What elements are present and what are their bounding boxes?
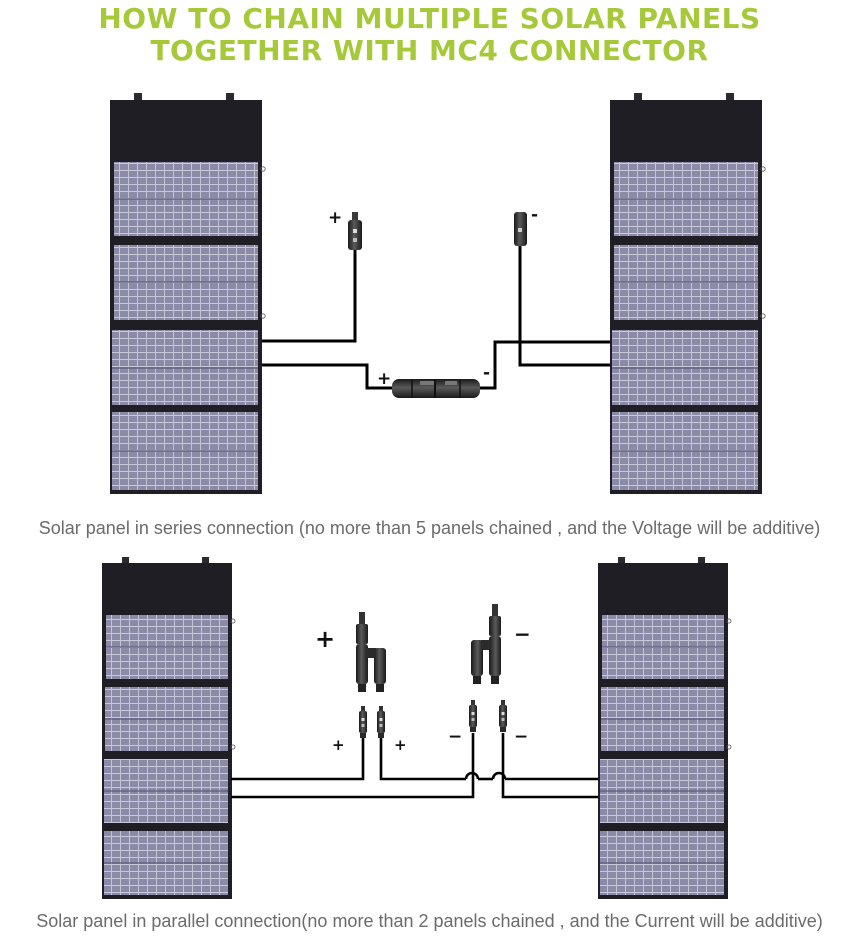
plug-positive-right-label: +: [394, 736, 407, 754]
mc4-plug-negative-icon: [514, 212, 527, 246]
y-branch-negative-icon: [471, 604, 501, 684]
parallel-caption: Solar panel in parallel connection(no mo…: [36, 911, 823, 931]
plug-negative-right-label: −: [514, 727, 528, 747]
mc4-plug-positive-left-icon: [359, 706, 367, 738]
connector-negative-label: -: [483, 363, 490, 383]
mc4-plug-negative-left-icon: [469, 700, 477, 732]
diagram-title-line2: TOGETHER WITH MC4 CONNECTOR: [150, 34, 709, 67]
diagram-title-line1: HOW TO CHAIN MULTIPLE SOLAR PANELS: [98, 2, 761, 35]
connector-positive-label: +: [377, 369, 391, 389]
series-wires: [262, 246, 610, 390]
solar-panel-right-parallel: [597, 556, 732, 900]
mc4-plug-negative-right-icon: [499, 700, 507, 732]
plug-positive-label: +: [328, 208, 342, 228]
mc4-plug-positive-right-icon: [377, 706, 385, 738]
plug-negative-label: -: [531, 205, 538, 225]
series-caption: Solar panel in series connection (no mor…: [38, 518, 821, 538]
plug-positive-left-label: +: [332, 736, 345, 754]
plug-negative-left-label: −: [448, 727, 462, 747]
solar-panel-left-parallel: [101, 556, 236, 900]
solar-panel-right-series: [609, 92, 766, 495]
solar-panel-left-series: [109, 92, 266, 495]
y-branch-positive-icon: [356, 612, 386, 692]
mc4-plug-positive-icon: [348, 212, 362, 250]
mc4-inline-connector-icon: [392, 379, 480, 398]
parallel-wires: [231, 733, 598, 799]
branch-positive-label: +: [315, 625, 335, 653]
branch-negative-label: −: [514, 622, 531, 646]
